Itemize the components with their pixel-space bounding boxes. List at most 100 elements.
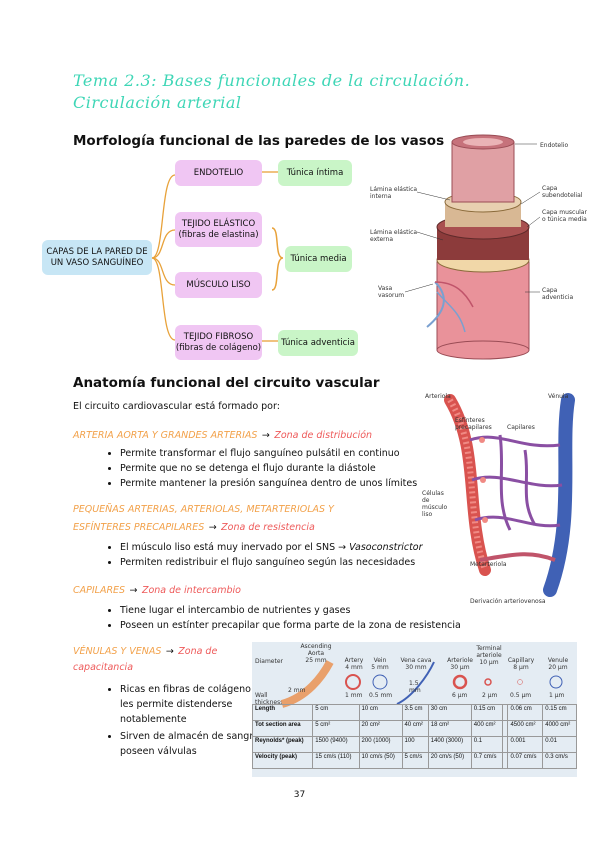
group-capilares: CAPILARES → Zona de intercambio: [73, 580, 241, 598]
group-venas: VÉNULAS Y VENAS → Zona de capacitancia: [73, 643, 238, 675]
vessel-illustration: [404, 134, 541, 360]
col-diameter: 30 mm: [405, 664, 427, 671]
table-cell: 200 (1000): [358, 736, 403, 753]
table-cell: 0.3 cm/s: [542, 752, 577, 769]
col-name: Artery: [344, 657, 364, 664]
label-lamina-interna: Lámina elástica interna: [370, 186, 418, 200]
table-cell: 4000 cm²: [542, 720, 577, 737]
group-name: VÉNULAS Y VENAS: [73, 646, 162, 657]
label-capa-subendotelial: Capa subendotelial: [542, 185, 583, 199]
label-esfinteres: Esfínteres precapilares: [455, 417, 492, 431]
table-cell: 30 cm: [427, 704, 472, 721]
table-cell: 0.06 cm: [507, 704, 544, 721]
arrow: →: [165, 646, 174, 657]
table-cell: 0.1: [470, 736, 503, 753]
label-lamina-externa: Lámina elástica externa: [370, 229, 418, 243]
zone-label: Zona de distribución: [274, 430, 373, 441]
table-cell: 20 cm/s (50): [427, 752, 472, 769]
page-title: Tema 2.3: Bases funcionales de la circul…: [73, 71, 471, 112]
label-capa-adventicia: Capa adventicia: [542, 287, 574, 301]
table-cell: 0.07 cm/s: [507, 752, 544, 769]
col-diameter: 4 mm: [345, 664, 363, 671]
col-name: Capillary: [507, 657, 535, 664]
zone-label: Zona de resistencia: [221, 522, 315, 533]
table-cell: 1400 (3000): [427, 736, 472, 753]
table-cell: 0.001: [507, 736, 544, 753]
arrow: →: [261, 430, 270, 441]
wall-terminal-arteriole: 2 μm: [482, 692, 498, 699]
arrow: →: [129, 585, 138, 596]
wall-capillary: 0.5 μm: [510, 692, 532, 699]
wall-venule: 1 μm: [549, 692, 565, 699]
item-emphasis: Vasoconstrictor: [349, 542, 423, 553]
table-cell: 5 cm/s: [401, 752, 429, 769]
col-diameter: 5 mm: [371, 664, 389, 671]
table-cell: 18 cm²: [427, 720, 472, 737]
wall-vena-cava: 1.5 mm: [409, 680, 421, 694]
vessel-icons: [280, 660, 563, 708]
label-capilares: Capilares: [507, 424, 535, 431]
group3-list: Tiene lugar el intercambio de nutrientes…: [90, 603, 520, 633]
group-arterias: ARTERIA AORTA Y GRANDES ARTERIAS → Zona …: [73, 425, 403, 443]
label-celulas: Células de músculo liso: [422, 490, 448, 518]
label-venula: Vénula: [548, 393, 569, 400]
table-row: Reynolds* (peak)1500 (9400)200 (1000)100…: [251, 736, 577, 753]
microcirculation-illustration: [444, 393, 575, 597]
col-name: Vein: [373, 657, 387, 664]
node-musculo-liso: MÚSCULO LISO: [175, 272, 262, 298]
group1-list: Permite transformar el flujo sanguíneo p…: [90, 446, 450, 491]
table-cell: 1500 (9400): [312, 736, 360, 753]
node-tejido-elastico: TEJIDO ELÁSTICO (fibras de elastina): [175, 212, 262, 247]
table-cell: 0.15 cm: [542, 704, 577, 721]
table-cell: 3.5 cm: [401, 704, 429, 721]
label-arteriola: Arteriola: [425, 393, 451, 400]
section-heading-anatomia: Anatomía funcional del circuito vascular: [73, 375, 380, 391]
group-name: ARTERIA AORTA Y GRANDES ARTERIAS: [73, 430, 258, 441]
table-cell: 400 cm²: [470, 720, 503, 737]
group-name: CAPILARES: [73, 585, 126, 596]
row-label: Tot section area: [251, 720, 314, 737]
list-item: Poseen un estínter precapilar que forma …: [120, 618, 520, 633]
row-label: Length: [251, 704, 314, 721]
col-diameter: 25 mm: [305, 657, 327, 664]
col-name: Arteriole: [447, 657, 473, 664]
table-cell: 100: [401, 736, 429, 753]
table-cell: 40 cm²: [401, 720, 429, 737]
label-metarteriola: Metarteriola: [470, 561, 507, 568]
intro-text: El circuito cardiovascular está formado …: [73, 401, 280, 412]
list-item: Tiene lugar el intercambio de nutrientes…: [120, 603, 520, 618]
list-item: El músculo liso está muy inervado por el…: [120, 540, 450, 555]
list-item: Ricas en fibras de colágeno que les perm…: [120, 682, 280, 727]
label-vasa-vasorum: Vasa vasorum: [378, 285, 405, 299]
col-diameter: 30 μm: [450, 664, 470, 671]
node-tunica-intima: Túnica íntima: [278, 160, 352, 186]
list-item: Permite transformar el flujo sanguíneo p…: [120, 446, 450, 461]
list-item: Permiten redistribuir el flujo sanguíneo…: [120, 555, 450, 570]
table-cell: 0.01: [542, 736, 577, 753]
group2-list: El músculo liso está muy inervado por el…: [90, 540, 450, 570]
table-row: Velocity (peak)15 cm/s (110)10 cm/s (50)…: [251, 752, 577, 769]
row-label: Velocity (peak): [251, 752, 314, 769]
arrow: →: [208, 522, 217, 533]
node-tunica-media: Túnica media: [285, 246, 352, 272]
col-diameter: 8 μm: [513, 664, 529, 671]
table-cell: 5 cm: [312, 704, 360, 721]
col-name: Ascending Aorta: [300, 643, 332, 657]
list-item: Permite mantener la presión sanguínea de…: [120, 476, 450, 491]
col-name: Venule: [547, 657, 569, 664]
table-cell: 4500 cm²: [507, 720, 544, 737]
wall-aorta: 2 mm: [288, 687, 306, 694]
zone-label: Zona de capacitancia: [73, 646, 218, 673]
node-tejido-fibroso: TEJIDO FIBROSO (fibras de colágeno): [175, 325, 262, 360]
table-cell: 10 cm: [358, 704, 403, 721]
node-endotelio: ENDOTELIO: [175, 160, 262, 186]
